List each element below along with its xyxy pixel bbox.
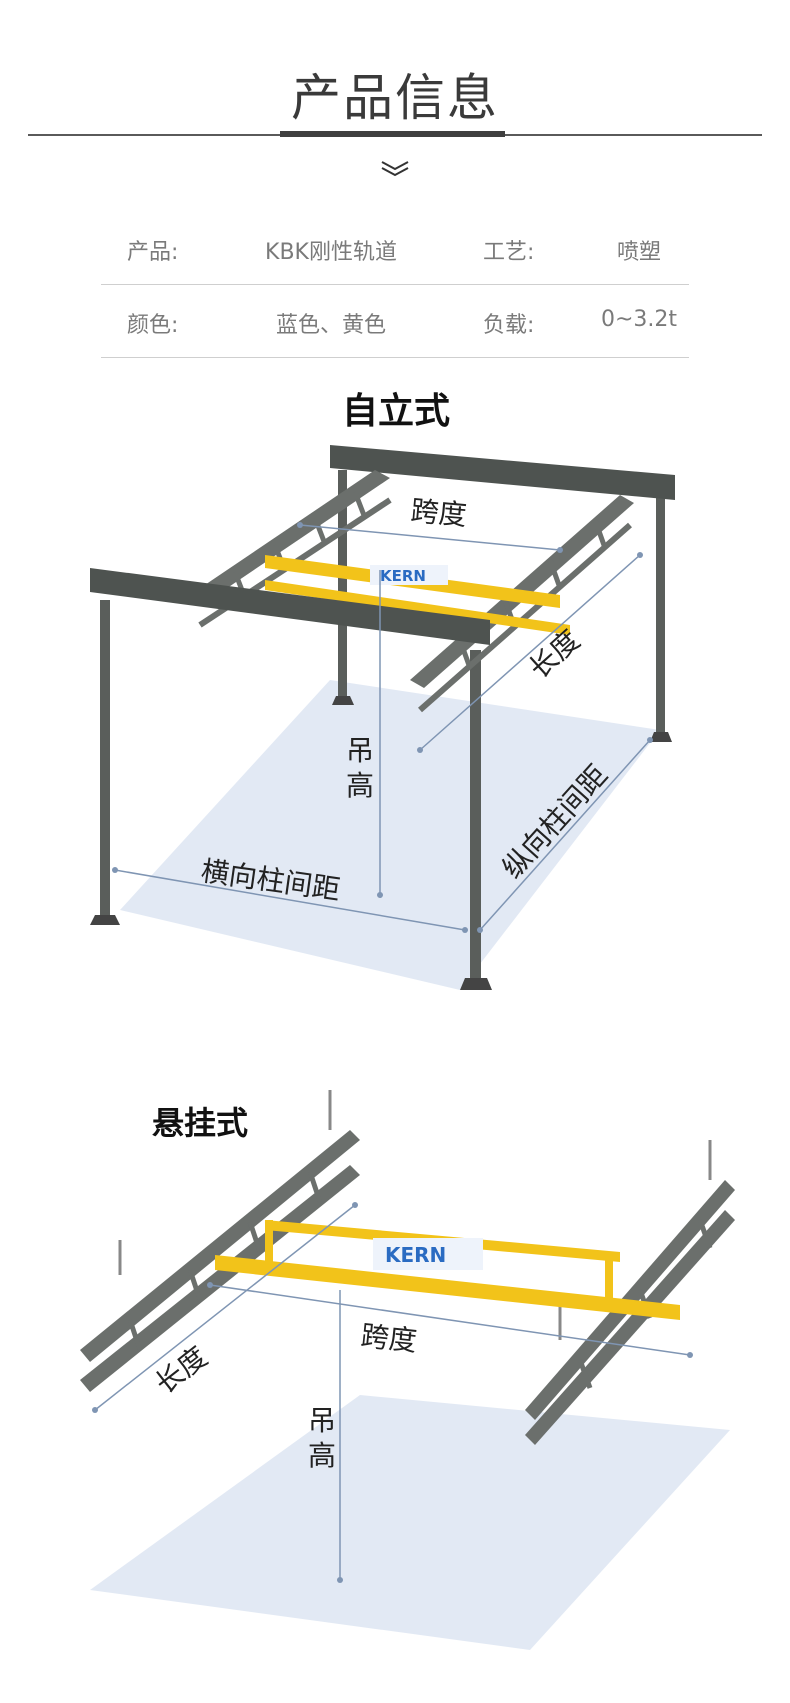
bridge-beam	[215, 1255, 680, 1320]
spec-value: 喷塑	[616, 240, 661, 265]
dimension-endpoints	[92, 1202, 693, 1583]
spec-value: 蓝色、黄色	[275, 313, 386, 338]
suspension-rods	[118, 1090, 712, 1340]
spec-row: 颜色: 蓝色、黄色 负载: 0~3.2t	[101, 285, 689, 358]
suspended-crane-diagram: KERN 跨度 长度 吊 高	[80, 1090, 735, 1650]
floor-shadow	[120, 680, 660, 990]
lift-label: 吊	[346, 734, 374, 767]
spec-value: KBK刚性轨道	[265, 240, 397, 265]
column-foot	[90, 915, 120, 925]
brand-label: KERN	[380, 567, 426, 585]
floor-shadow	[90, 1395, 730, 1650]
length-label: 长度	[523, 623, 587, 685]
column	[656, 490, 665, 740]
brand-label: KERN	[385, 1243, 446, 1267]
spec-label: 颜色:	[127, 313, 179, 338]
page-title: 产品信息	[291, 69, 499, 127]
spec-label: 负载:	[483, 313, 535, 338]
bridge-post	[605, 1252, 613, 1307]
section-header: 产品信息	[0, 0, 790, 180]
lift-label: 高	[308, 1439, 336, 1472]
spec-label: 产品:	[127, 240, 179, 265]
track-rail	[80, 1165, 360, 1392]
column-foot	[460, 978, 492, 990]
lift-label: 吊	[308, 1404, 336, 1437]
spec-label: 工艺:	[483, 240, 535, 265]
track-rail	[80, 1130, 360, 1362]
length-label: 长度	[149, 1340, 213, 1400]
suspended-title: 悬挂式	[152, 1104, 249, 1142]
main-beam	[330, 445, 675, 500]
column	[338, 470, 347, 700]
bridge-post	[265, 1220, 273, 1268]
track-rail	[190, 470, 390, 603]
track-rail	[525, 1210, 735, 1445]
column	[470, 650, 481, 980]
column	[100, 600, 110, 920]
header-underline	[280, 131, 505, 137]
span-label: 跨度	[359, 1319, 418, 1358]
dimension-endpoints	[112, 522, 653, 933]
dimension-lines	[94, 1204, 691, 1580]
lift-label: 高	[346, 769, 374, 802]
bridge-beam	[265, 580, 570, 635]
spec-row: 产品: KBK刚性轨道 工艺: 喷塑	[101, 212, 689, 285]
dimension-lines	[114, 524, 651, 931]
chevron-down-icon	[381, 161, 409, 177]
freestanding-title: 自立式	[342, 391, 451, 432]
spec-value: 0~3.2t	[600, 307, 678, 332]
brand-plate	[373, 1238, 483, 1270]
main-beam	[90, 568, 490, 645]
span-label: 跨度	[409, 494, 468, 532]
column-foot	[650, 732, 672, 742]
brand-plate	[370, 565, 448, 585]
track-rail	[418, 522, 632, 713]
spec-table: 产品: KBK刚性轨道 工艺: 喷塑 颜色: 蓝色、黄色 负载: 0~3.2t	[101, 212, 689, 358]
freestanding-crane-diagram: KERN 跨度 长度 吊 高 横向柱间距 纵向柱间距	[90, 445, 675, 990]
column-foot	[332, 696, 354, 705]
